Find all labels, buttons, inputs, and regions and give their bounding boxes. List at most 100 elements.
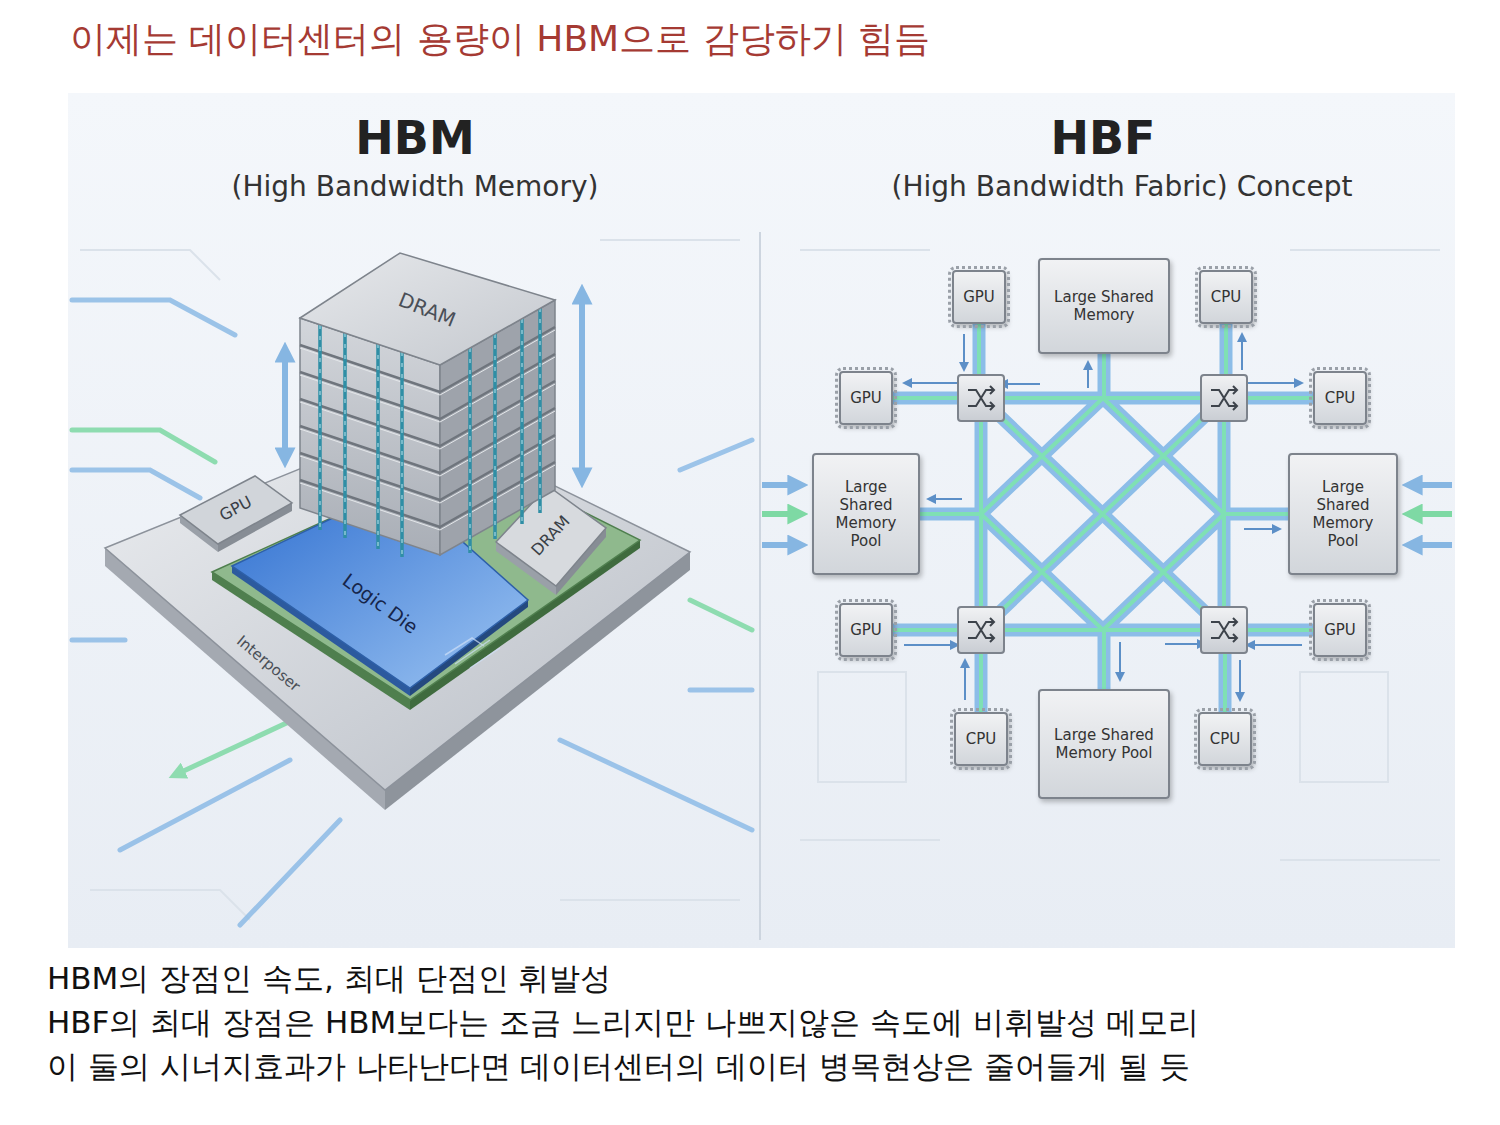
note-line: 이 둘의 시너지효과가 나타난다면 데이터센터의 데이터 병목현상은 줄어들게 … [47, 1044, 1477, 1088]
gpu-chip-box: GPU [1313, 603, 1367, 657]
flow-line [690, 600, 752, 630]
note-line: HBF의 최대 장점은 HBM보다는 조금 느리지만 나쁘지않은 속도에 비휘발… [47, 1000, 1477, 1044]
switch-body [1201, 607, 1247, 653]
stack-top [300, 253, 555, 365]
switch-body [958, 607, 1004, 653]
memory-pool-box: Large Shared Memory Pool [812, 453, 920, 575]
flow-arrow [1247, 382, 1302, 384]
gpu-chip-box: GPU [839, 603, 893, 657]
node-label: GPU [1324, 621, 1356, 639]
dram-stack [300, 253, 555, 557]
chip-top [180, 476, 292, 544]
flow-arrow [904, 644, 958, 646]
cpu-chip-box: CPU [1313, 371, 1367, 425]
node-label: GPU [850, 389, 882, 407]
inbound-arrow [762, 511, 800, 517]
node-label: Large Shared Memory Pool [1046, 726, 1162, 762]
bandwidth-arrow [282, 350, 288, 460]
divider-line [759, 232, 761, 940]
node-label: Large Shared Memory [1046, 288, 1162, 324]
part-name: DRAM [528, 512, 574, 559]
flow-arrow [1239, 660, 1241, 700]
part-name: Interposer [233, 633, 303, 696]
node-label: Large Shared Memory Pool [1296, 478, 1390, 550]
switch-box [958, 375, 1004, 421]
cpu-chip-box: CPU [1198, 712, 1252, 766]
node-label: Large Shared Memory Pool [820, 478, 912, 550]
note-block: HBM의 장점인 속도, 최대 단점인 휘발성HBF의 최대 장점은 HBM보다… [47, 956, 1477, 1088]
inbound-arrow [1410, 542, 1452, 548]
flow-arrow [904, 382, 958, 384]
part-name: DRAM [395, 288, 459, 332]
panel-subheading: (High Bandwidth Fabric) Concept [892, 171, 1353, 203]
switch-icon [1211, 386, 1237, 410]
flow-line [72, 430, 215, 462]
panel-heading: HBF [1051, 112, 1156, 165]
flow-arrows [904, 334, 1302, 700]
note-line: HBM의 장점인 속도, 최대 단점인 휘발성 [47, 956, 1477, 1000]
die-circuit [445, 638, 500, 668]
faint-block [1300, 672, 1388, 782]
flow-line [240, 820, 340, 925]
node-label: CPU [1325, 389, 1356, 407]
switch-body [958, 375, 1004, 421]
gpu-chip [180, 476, 292, 552]
gpu-chip-box: GPU [952, 270, 1006, 324]
flow-arrow [1165, 643, 1205, 645]
part-name: Logic Die [338, 570, 421, 639]
flow-arrow [1087, 362, 1089, 388]
flow-arrow [1119, 642, 1121, 680]
flow-line [72, 300, 235, 335]
node-label: GPU [963, 288, 995, 306]
flow-line [690, 688, 752, 693]
switch-body [1201, 375, 1247, 421]
node-label: CPU [1211, 288, 1242, 306]
flow-arrow [928, 498, 962, 500]
flow-lines [72, 300, 752, 925]
cpu-chip-box: CPU [954, 712, 1008, 766]
fabric-band [890, 320, 1316, 716]
flow-arrow [1241, 334, 1243, 370]
flow-line [560, 740, 752, 830]
fabric-core [890, 320, 1316, 716]
memory-pool-box: Large Shared Memory Pool [1038, 689, 1170, 799]
gpu-chip-box: GPU [839, 371, 893, 425]
memory-pool-box: Large Shared Memory Pool [1288, 453, 1398, 575]
memory-box: Large Shared Memory [1038, 258, 1170, 354]
flow-line [680, 440, 752, 470]
switch-box [958, 607, 1004, 653]
cpu-chip-box: CPU [1199, 270, 1253, 324]
panel-heading: HBM [355, 112, 474, 165]
flow-line [72, 638, 125, 643]
panel-ground [68, 93, 1455, 948]
panel-subheading: (High Bandwidth Memory) [232, 171, 599, 203]
flow-arrow [963, 334, 965, 370]
page-title: 이제는 데이터센터의 용량이 HBM으로 감당하기 힘듬 [70, 18, 930, 59]
part-name: GPU [217, 493, 255, 525]
flow-arrow [964, 660, 966, 700]
bandwidth-arrow [579, 292, 585, 480]
flow-line [72, 470, 200, 498]
inbound-arrow [762, 482, 800, 488]
inbound-arrow [1410, 511, 1452, 517]
inbound-arrow [1410, 482, 1452, 488]
switch-icon [968, 386, 994, 410]
switch-box [1201, 607, 1247, 653]
fabric [762, 320, 1452, 716]
flow-arrow [1247, 644, 1302, 646]
inbound-arrow [762, 542, 800, 548]
switch-icon [1211, 618, 1237, 642]
node-label: GPU [850, 621, 882, 639]
switch-box [1201, 375, 1247, 421]
node-label: CPU [966, 730, 997, 748]
flow-arrow [1244, 528, 1280, 530]
node-label: CPU [1210, 730, 1241, 748]
switch-icon [968, 618, 994, 642]
faint-block [818, 672, 906, 782]
flow-arrow [1000, 383, 1040, 385]
flow-line [120, 760, 290, 850]
